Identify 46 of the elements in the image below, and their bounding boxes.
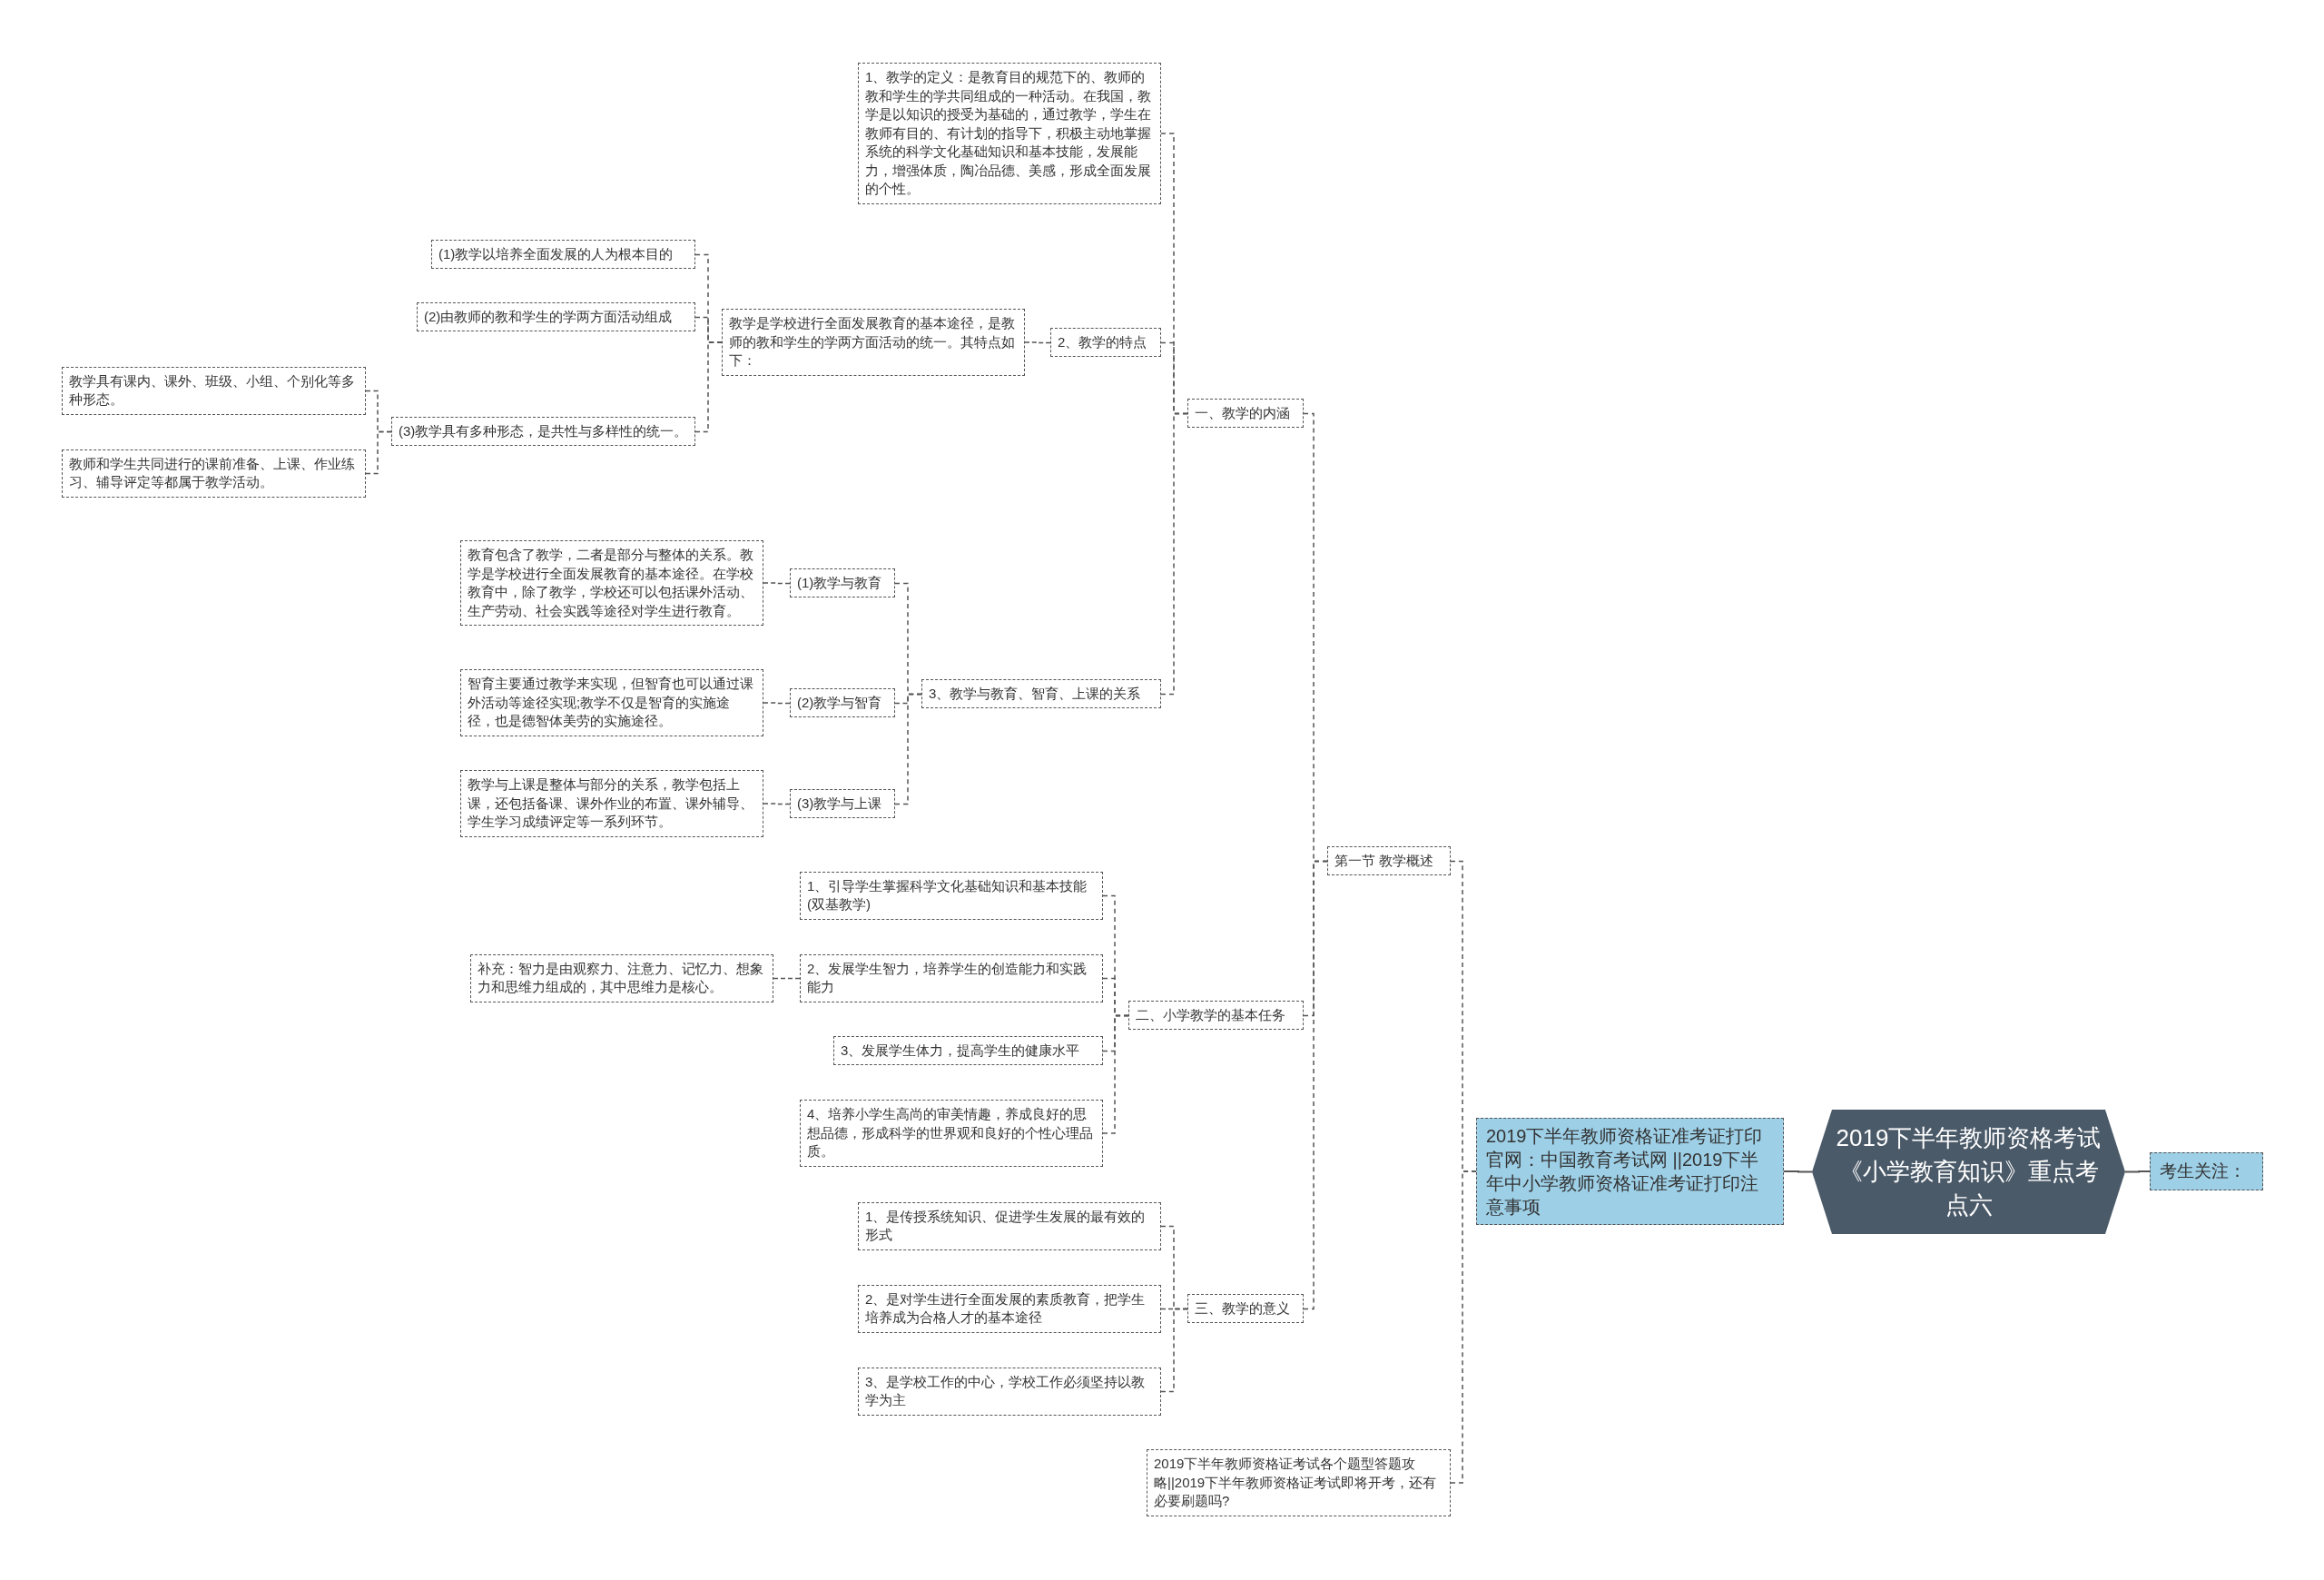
topic-box: 教学具有课内、课外、班级、小组、个别化等多种形态。	[62, 366, 366, 415]
topic-box: 1、引导学生掌握科学文化基础知识和基本技能(双基教学)	[800, 871, 1103, 920]
topic-box: 教学与上课是整体与部分的关系，教学包括上课，还包括备课、课外作业的布置、课外辅导、学生学习成绩评定等一系列环节。	[460, 770, 763, 837]
topic-box: 教师和学生共同进行的课前准备、上课、作业练习、辅导评定等都属于教学活动。	[62, 449, 366, 498]
topic-box: (3)教学与上课	[790, 788, 895, 818]
topic-box: (3)教学具有多种形态，是共性与多样性的统一。	[391, 416, 695, 446]
topic-box: (2)由教师的教和学生的学两方面活动组成	[417, 301, 695, 331]
connector-line	[1303, 860, 1328, 1310]
topic-box: 4、培养小学生高尚的审美情趣，养成良好的思想品德，形成科学的世界观和良好的个性心理品质。	[800, 1100, 1103, 1167]
connector-line	[2124, 1170, 2151, 1173]
topic-box: 补充：智力是由观察力、注意力、记忆力、想象力和思维力组成的，其中思维力是核心。	[470, 953, 773, 1002]
topic-box: (1)教学与教育	[790, 568, 895, 597]
connector-line	[1160, 412, 1188, 696]
topic-box: 2、发展学生智力，培养学生的创造能力和实践能力	[800, 953, 1103, 1002]
topic-box: 教学是学校进行全面发展教育的基本途径，是教师的教和学生的学两方面活动的统一。其特点如下：	[722, 309, 1025, 376]
topic-box: 2、是对学生进行全面发展的素质教育，把学生培养成为合格人才的基本途径	[858, 1284, 1161, 1333]
connector-line	[773, 977, 801, 980]
topic-box: 1、是传授系统知识、促进学生发展的最有效的形式	[858, 1201, 1161, 1250]
topic-box: 1、教学的定义：是教育目的规范下的、教师的教和学生的学共同组成的一种活动。在我国，教学是以知识的授受为基础的，通过教学，学生在教师有目的、有计划的指导下，积极主动地掌握系统的科学文化基础知识和基本技能，发展能力，增强体质，陶冶品德、美感，形成全面发展的个性。	[858, 63, 1161, 204]
topic-box: 三、教学的意义	[1187, 1293, 1304, 1323]
connector-line	[694, 341, 723, 433]
connector-line	[763, 803, 791, 805]
connector-line	[1160, 1308, 1188, 1393]
topic-box: 智育主要通过教学来实现，但智育也可以通过课外活动等途径实现;教学不仅是智育的实施途径，也是德智体美劳的实施途径。	[460, 669, 763, 736]
topic-box: 2019下半年教师资格证准考证打印官网：中国教育考试网 ||2019下半年中小学教师资格证准考证打印注意事项	[1476, 1118, 1784, 1225]
topic-box: (2)教学与智育	[790, 687, 895, 717]
connector-line	[763, 582, 791, 585]
topic-box: 教育包含了教学，二者是部分与整体的关系。教学是学校进行全面发展教育的基本途径。在学校教育中，除了教学，学校还可以包括课外活动、生产劳动、社会实践等途径对学生进行教育。	[460, 540, 763, 626]
connector-line	[894, 693, 922, 805]
topic-box: 一、教学的内涵	[1187, 398, 1304, 428]
connector-line	[1024, 341, 1051, 344]
topic-box: 2、教学的特点	[1050, 327, 1161, 357]
topic-box: 第一节 教学概述	[1327, 845, 1451, 875]
topic-box: 3、是学校工作的中心，学校工作必须坚持以教学为主	[858, 1367, 1161, 1416]
topic-box: 2019下半年教师资格证考试各个题型答题攻略||2019下半年教师资格证考试即将开考，还有必要刷题吗?	[1147, 1449, 1451, 1516]
connector-line	[1783, 1170, 1813, 1173]
topic-box: 考生关注：	[2150, 1152, 2263, 1190]
central-topic: 2019下半年教师资格考试《小学教育知识》重点考点六	[1812, 1109, 2125, 1234]
connector-line	[763, 702, 791, 705]
topic-box: 3、教学与教育、智育、上课的关系	[921, 678, 1161, 708]
topic-box: 3、发展学生体力，提高学生的健康水平	[833, 1035, 1103, 1065]
connector-line	[1102, 1014, 1129, 1134]
connector-line	[1450, 1170, 1477, 1484]
topic-box: 二、小学教学的基本任务	[1128, 1000, 1304, 1030]
connector-line	[365, 430, 392, 475]
topic-box: (1)教学以培养全面发展的人为根本目的	[431, 239, 695, 269]
